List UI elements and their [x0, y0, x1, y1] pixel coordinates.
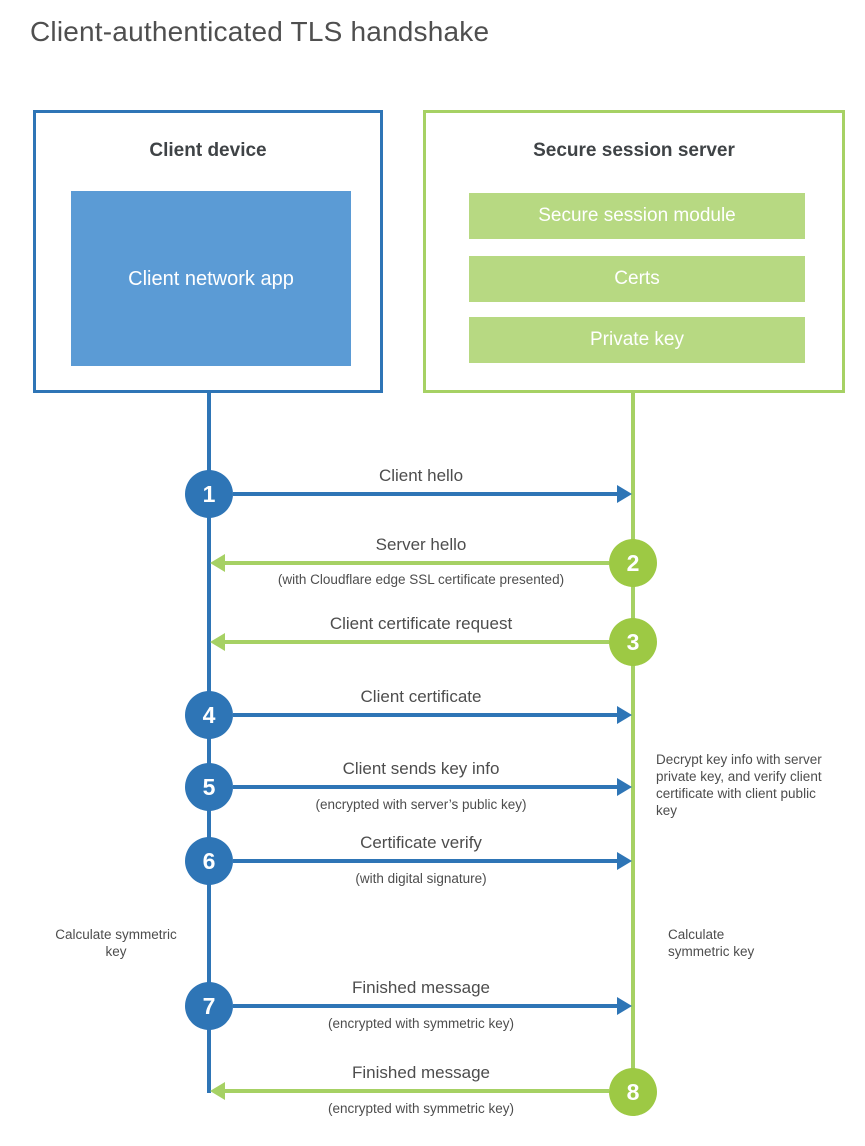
step-7-arrowhead-icon — [617, 997, 632, 1015]
step-7-sublabel: (encrypted with symmetric key) — [327, 1016, 515, 1031]
step-4-circle: 4 — [185, 691, 233, 739]
step-6-arrowhead-icon — [617, 852, 632, 870]
step-8-label: Finished message — [352, 1063, 490, 1082]
step-3-circle: 3 — [609, 618, 657, 666]
client-device-box: Client device Client network app — [33, 110, 383, 393]
step-7-arrow — [233, 1004, 617, 1008]
page-title: Client-authenticated TLS handshake — [30, 16, 490, 47]
step-6-circle: 6 — [185, 837, 233, 885]
server-decrypt-note: Decrypt key info with server private key… — [656, 752, 822, 818]
step-2-arrow — [225, 561, 609, 565]
client-network-app-label: Client network app — [128, 267, 294, 290]
secure-session-server-title: Secure session server — [533, 140, 735, 161]
step-5-sublabel: (encrypted with server’s public key) — [315, 797, 527, 812]
step-4-arrowhead-icon — [617, 706, 632, 724]
client-network-app-box: Client network app — [71, 191, 351, 366]
step-6-sublabel: (with digital signature) — [355, 871, 487, 886]
step-2-arrowhead-icon — [210, 554, 225, 572]
step-8-arrow — [225, 1089, 609, 1093]
step-2-label: Server hello — [375, 535, 467, 554]
step-4-arrow — [233, 713, 617, 717]
server-calculate-symmetric-key-note: Calculate symmetric key — [668, 927, 755, 959]
step-3-arrow — [225, 640, 609, 644]
step-6-label: Certificate verify — [360, 833, 482, 852]
server-lifeline — [631, 393, 635, 1092]
step-8-sublabel: (encrypted with symmetric key) — [327, 1101, 515, 1116]
server-module-secure-session: Secure session module — [469, 193, 805, 239]
step-3-label: Client certificate request — [329, 614, 513, 633]
client-calculate-symmetric-key-note: Calculate symmetric key — [55, 927, 177, 959]
step-1-arrowhead-icon — [617, 485, 632, 503]
step-5-circle: 5 — [185, 763, 233, 811]
client-lifeline — [207, 393, 211, 1093]
step-5-arrow — [233, 785, 617, 789]
step-6-arrow — [233, 859, 617, 863]
step-8-circle: 8 — [609, 1068, 657, 1116]
step-2-sublabel: (with Cloudflare edge SSL certificate pr… — [277, 572, 565, 587]
step-5-label: Client sends key info — [342, 759, 500, 778]
client-device-title: Client device — [149, 140, 267, 161]
step-1-arrow — [233, 492, 617, 496]
step-7-label: Finished message — [352, 978, 490, 997]
step-4-label: Client certificate — [360, 687, 482, 706]
step-2-circle: 2 — [609, 539, 657, 587]
server-module-private-key: Private key — [469, 317, 805, 363]
step-7-circle: 7 — [185, 982, 233, 1030]
step-1-label: Client hello — [378, 466, 464, 485]
step-8-arrowhead-icon — [210, 1082, 225, 1100]
secure-session-server-box: Secure session server Secure session mod… — [423, 110, 845, 393]
step-5-arrowhead-icon — [617, 778, 632, 796]
server-module-certs: Certs — [469, 256, 805, 302]
step-1-circle: 1 — [185, 470, 233, 518]
step-3-arrowhead-icon — [210, 633, 225, 651]
